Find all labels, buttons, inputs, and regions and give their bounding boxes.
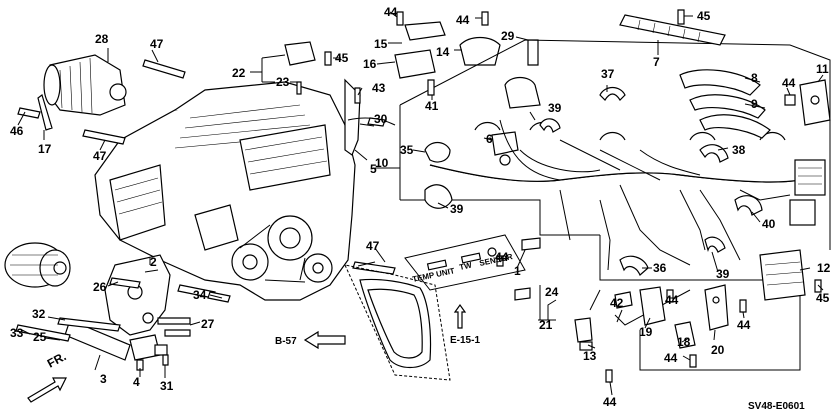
callout-47: 47 <box>150 37 164 51</box>
callout-30: 30 <box>374 112 388 126</box>
callout-32: 32 <box>32 307 46 321</box>
callout-44b: 44 <box>456 13 470 27</box>
callout-4: 4 <box>133 375 140 389</box>
callout-12: 12 <box>817 261 831 275</box>
bolts-left <box>15 59 396 342</box>
callout-28: 28 <box>95 32 109 46</box>
callout-47b: 47 <box>93 149 107 163</box>
callout-34: 34 <box>193 288 207 302</box>
wire-harness <box>399 39 831 371</box>
callout-39c: 39 <box>716 267 730 281</box>
diagram-code: SV48-E0601 <box>748 401 805 412</box>
callout-2: 2 <box>150 255 157 269</box>
callout-17: 17 <box>38 142 52 156</box>
callout-39b: 39 <box>548 101 562 115</box>
callout-46: 46 <box>10 124 24 138</box>
callout-44d: 44 <box>495 250 509 264</box>
callout-15: 15 <box>374 37 388 51</box>
callout-20: 20 <box>711 343 725 357</box>
lower-clips <box>574 284 729 351</box>
temp-sensors <box>404 234 541 301</box>
callout-13: 13 <box>583 349 597 363</box>
callout-21: 21 <box>539 318 553 332</box>
callout-8: 8 <box>751 71 758 85</box>
ref-b57: B-57 <box>275 336 297 347</box>
engine-assembly <box>94 81 356 301</box>
alternator <box>4 242 71 288</box>
callout-6: 6 <box>486 132 493 146</box>
sensor-label: SENSOR <box>479 252 514 268</box>
callout-27: 27 <box>201 317 215 331</box>
fasteners <box>136 9 822 383</box>
callout-45b: 45 <box>335 51 349 65</box>
callout-37: 37 <box>601 67 615 81</box>
callout-9: 9 <box>751 97 758 111</box>
harness-clamps <box>424 86 763 276</box>
callout-41: 41 <box>425 99 439 113</box>
upper-brackets <box>284 21 501 95</box>
callout-7: 7 <box>653 55 660 69</box>
callout-labels: 1 2 3 4 5 6 7 8 9 10 11 12 13 14 15 16 1… <box>10 5 831 409</box>
callout-16: 16 <box>363 57 377 71</box>
leader-lines <box>17 11 824 396</box>
right-connectors <box>759 79 831 301</box>
callout-44f: 44 <box>737 318 751 332</box>
callout-29: 29 <box>501 29 515 43</box>
callout-44g: 44 <box>664 351 678 365</box>
callout-31: 31 <box>160 379 174 393</box>
drive-belt <box>344 264 451 381</box>
callout-45c: 45 <box>816 291 830 305</box>
callout-11: 11 <box>816 62 829 76</box>
callout-40: 40 <box>762 217 776 231</box>
callout-44: 44 <box>384 5 398 19</box>
callout-45: 45 <box>697 9 711 23</box>
callout-26: 26 <box>93 280 107 294</box>
alternator-bracket <box>64 254 171 361</box>
callout-39: 39 <box>450 202 464 216</box>
callout-18: 18 <box>677 335 691 349</box>
callout-25: 25 <box>33 330 47 344</box>
callout-42: 42 <box>610 296 624 310</box>
callout-3: 3 <box>100 372 107 386</box>
callout-43: 43 <box>372 81 386 95</box>
callout-33: 33 <box>10 326 24 340</box>
tw-label: TW <box>459 260 473 271</box>
callout-5: 5 <box>370 162 377 176</box>
callout-47c: 47 <box>366 239 380 253</box>
reference-arrows <box>27 303 467 403</box>
callout-38: 38 <box>732 143 746 157</box>
callout-36: 36 <box>653 261 667 275</box>
ref-e151: E-15-1 <box>450 335 480 346</box>
callout-1: 1 <box>514 264 521 278</box>
callout-44h: 44 <box>603 395 617 409</box>
callout-24: 24 <box>545 285 559 299</box>
front-label: FR. <box>45 349 69 370</box>
starter-motor <box>43 54 127 116</box>
callout-44c: 44 <box>782 76 796 90</box>
harness-cover <box>619 14 771 139</box>
callout-23: 23 <box>276 75 290 89</box>
callout-19: 19 <box>639 325 653 339</box>
callout-14: 14 <box>436 45 450 59</box>
callout-44e: 44 <box>665 293 679 307</box>
callout-10: 10 <box>375 156 389 170</box>
callout-35: 35 <box>400 143 414 157</box>
callout-22: 22 <box>232 66 246 80</box>
